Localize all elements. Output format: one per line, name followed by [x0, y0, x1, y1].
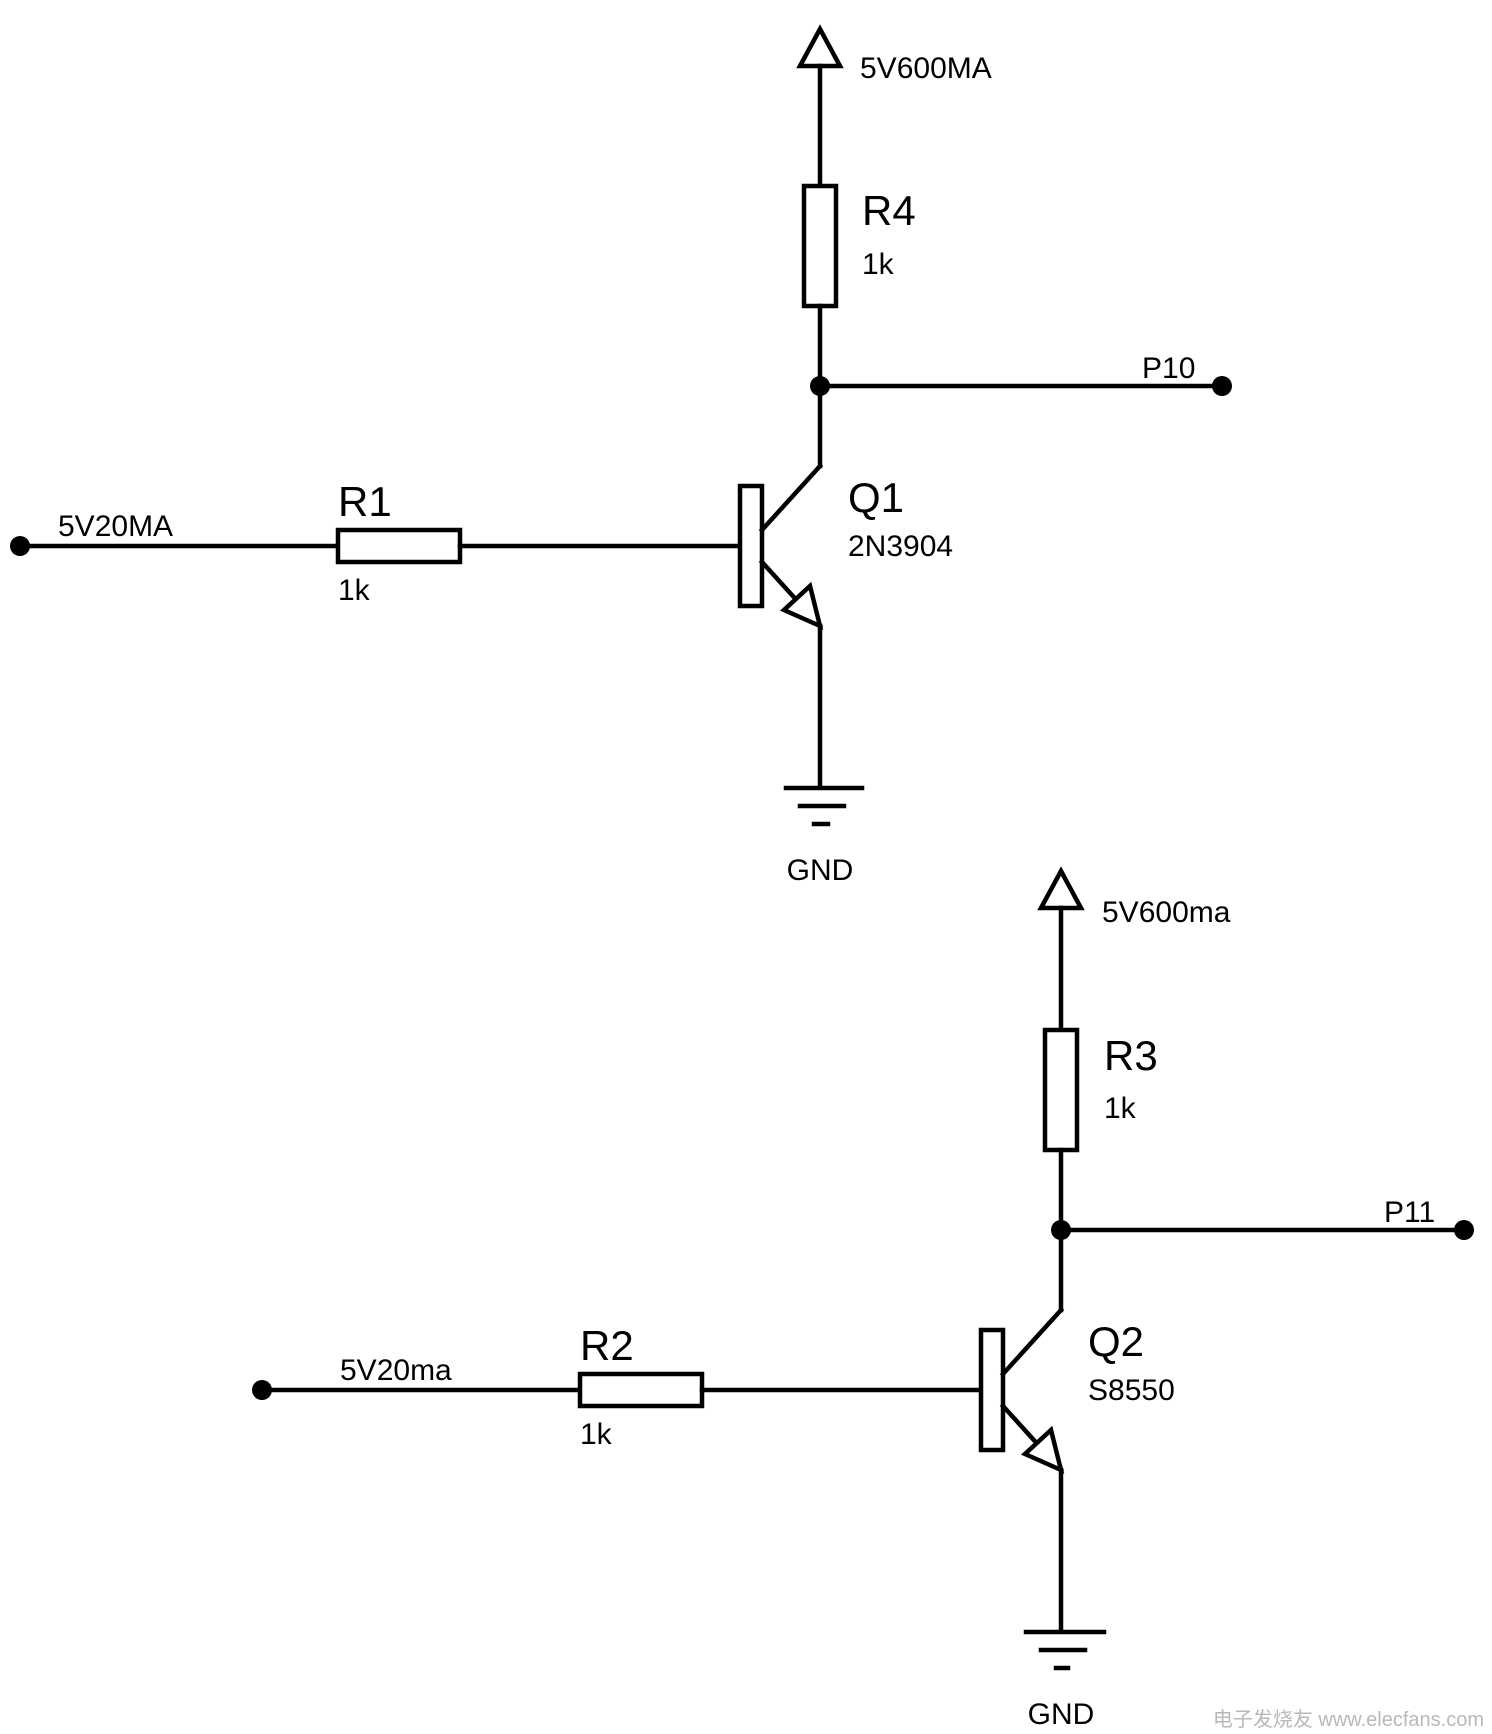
output-label-p10: P10 [1142, 352, 1195, 385]
transistor-q2-part: S8550 [1088, 1374, 1175, 1407]
resistor-r2 [577, 1371, 705, 1409]
circuit-top: 5V600MA R4 1k P10 5V20MA R1 1k Q1 2N3904 [10, 24, 1232, 887]
resistor-r1-value: 1k [338, 574, 371, 607]
transistor-q1-ref: Q1 [848, 474, 904, 521]
resistor-r2-value: 1k [580, 1418, 613, 1451]
supply-label-top: 5V600MA [860, 52, 992, 85]
resistor-r4-value: 1k [862, 248, 895, 281]
resistor-r1 [335, 527, 463, 565]
output-label-p11: P11 [1384, 1196, 1435, 1229]
transistor-q2-emitter-arrow [1020, 1425, 1065, 1474]
input-label-bottom: 5V20ma [340, 1354, 452, 1387]
ground-symbol-top [783, 785, 865, 827]
resistor-r2-ref: R2 [580, 1322, 634, 1369]
resistor-r3 [1042, 1027, 1080, 1153]
transistor-q2-collector [999, 1306, 1065, 1378]
watermark-text: 电子发烧友 www.elecfans.com [1213, 1708, 1484, 1731]
supply-arrow-top [796, 24, 844, 69]
input-label-top: 5V20MA [58, 510, 173, 543]
output-terminal-p11 [1454, 1220, 1474, 1240]
ground-label-bottom: GND [1028, 1698, 1095, 1731]
transistor-q1-collector [758, 462, 824, 534]
supply-arrow-bottom [1037, 866, 1085, 911]
resistor-r4-ref: R4 [862, 187, 916, 234]
resistor-r4 [801, 183, 839, 309]
transistor-q1 [737, 462, 824, 789]
circuit-bottom: 5V600ma R3 1k P11 5V20ma R2 1k Q2 S8550 [252, 866, 1474, 1731]
resistor-r3-value: 1k [1104, 1092, 1137, 1125]
resistor-r1-ref: R1 [338, 478, 392, 525]
transistor-q1-emitter-arrow [779, 581, 824, 630]
transistor-q2-base-bar [978, 1327, 1006, 1453]
transistor-q2 [978, 1306, 1065, 1633]
resistor-r3-ref: R3 [1104, 1032, 1158, 1079]
supply-label-bottom: 5V600ma [1102, 896, 1231, 929]
transistor-q1-base-bar [737, 483, 765, 609]
ground-label-top: GND [787, 854, 854, 887]
transistor-q2-ref: Q2 [1088, 1318, 1144, 1365]
output-terminal-p10 [1212, 376, 1232, 396]
transistor-q1-part: 2N3904 [848, 530, 953, 563]
ground-symbol-bottom [1023, 1629, 1107, 1671]
